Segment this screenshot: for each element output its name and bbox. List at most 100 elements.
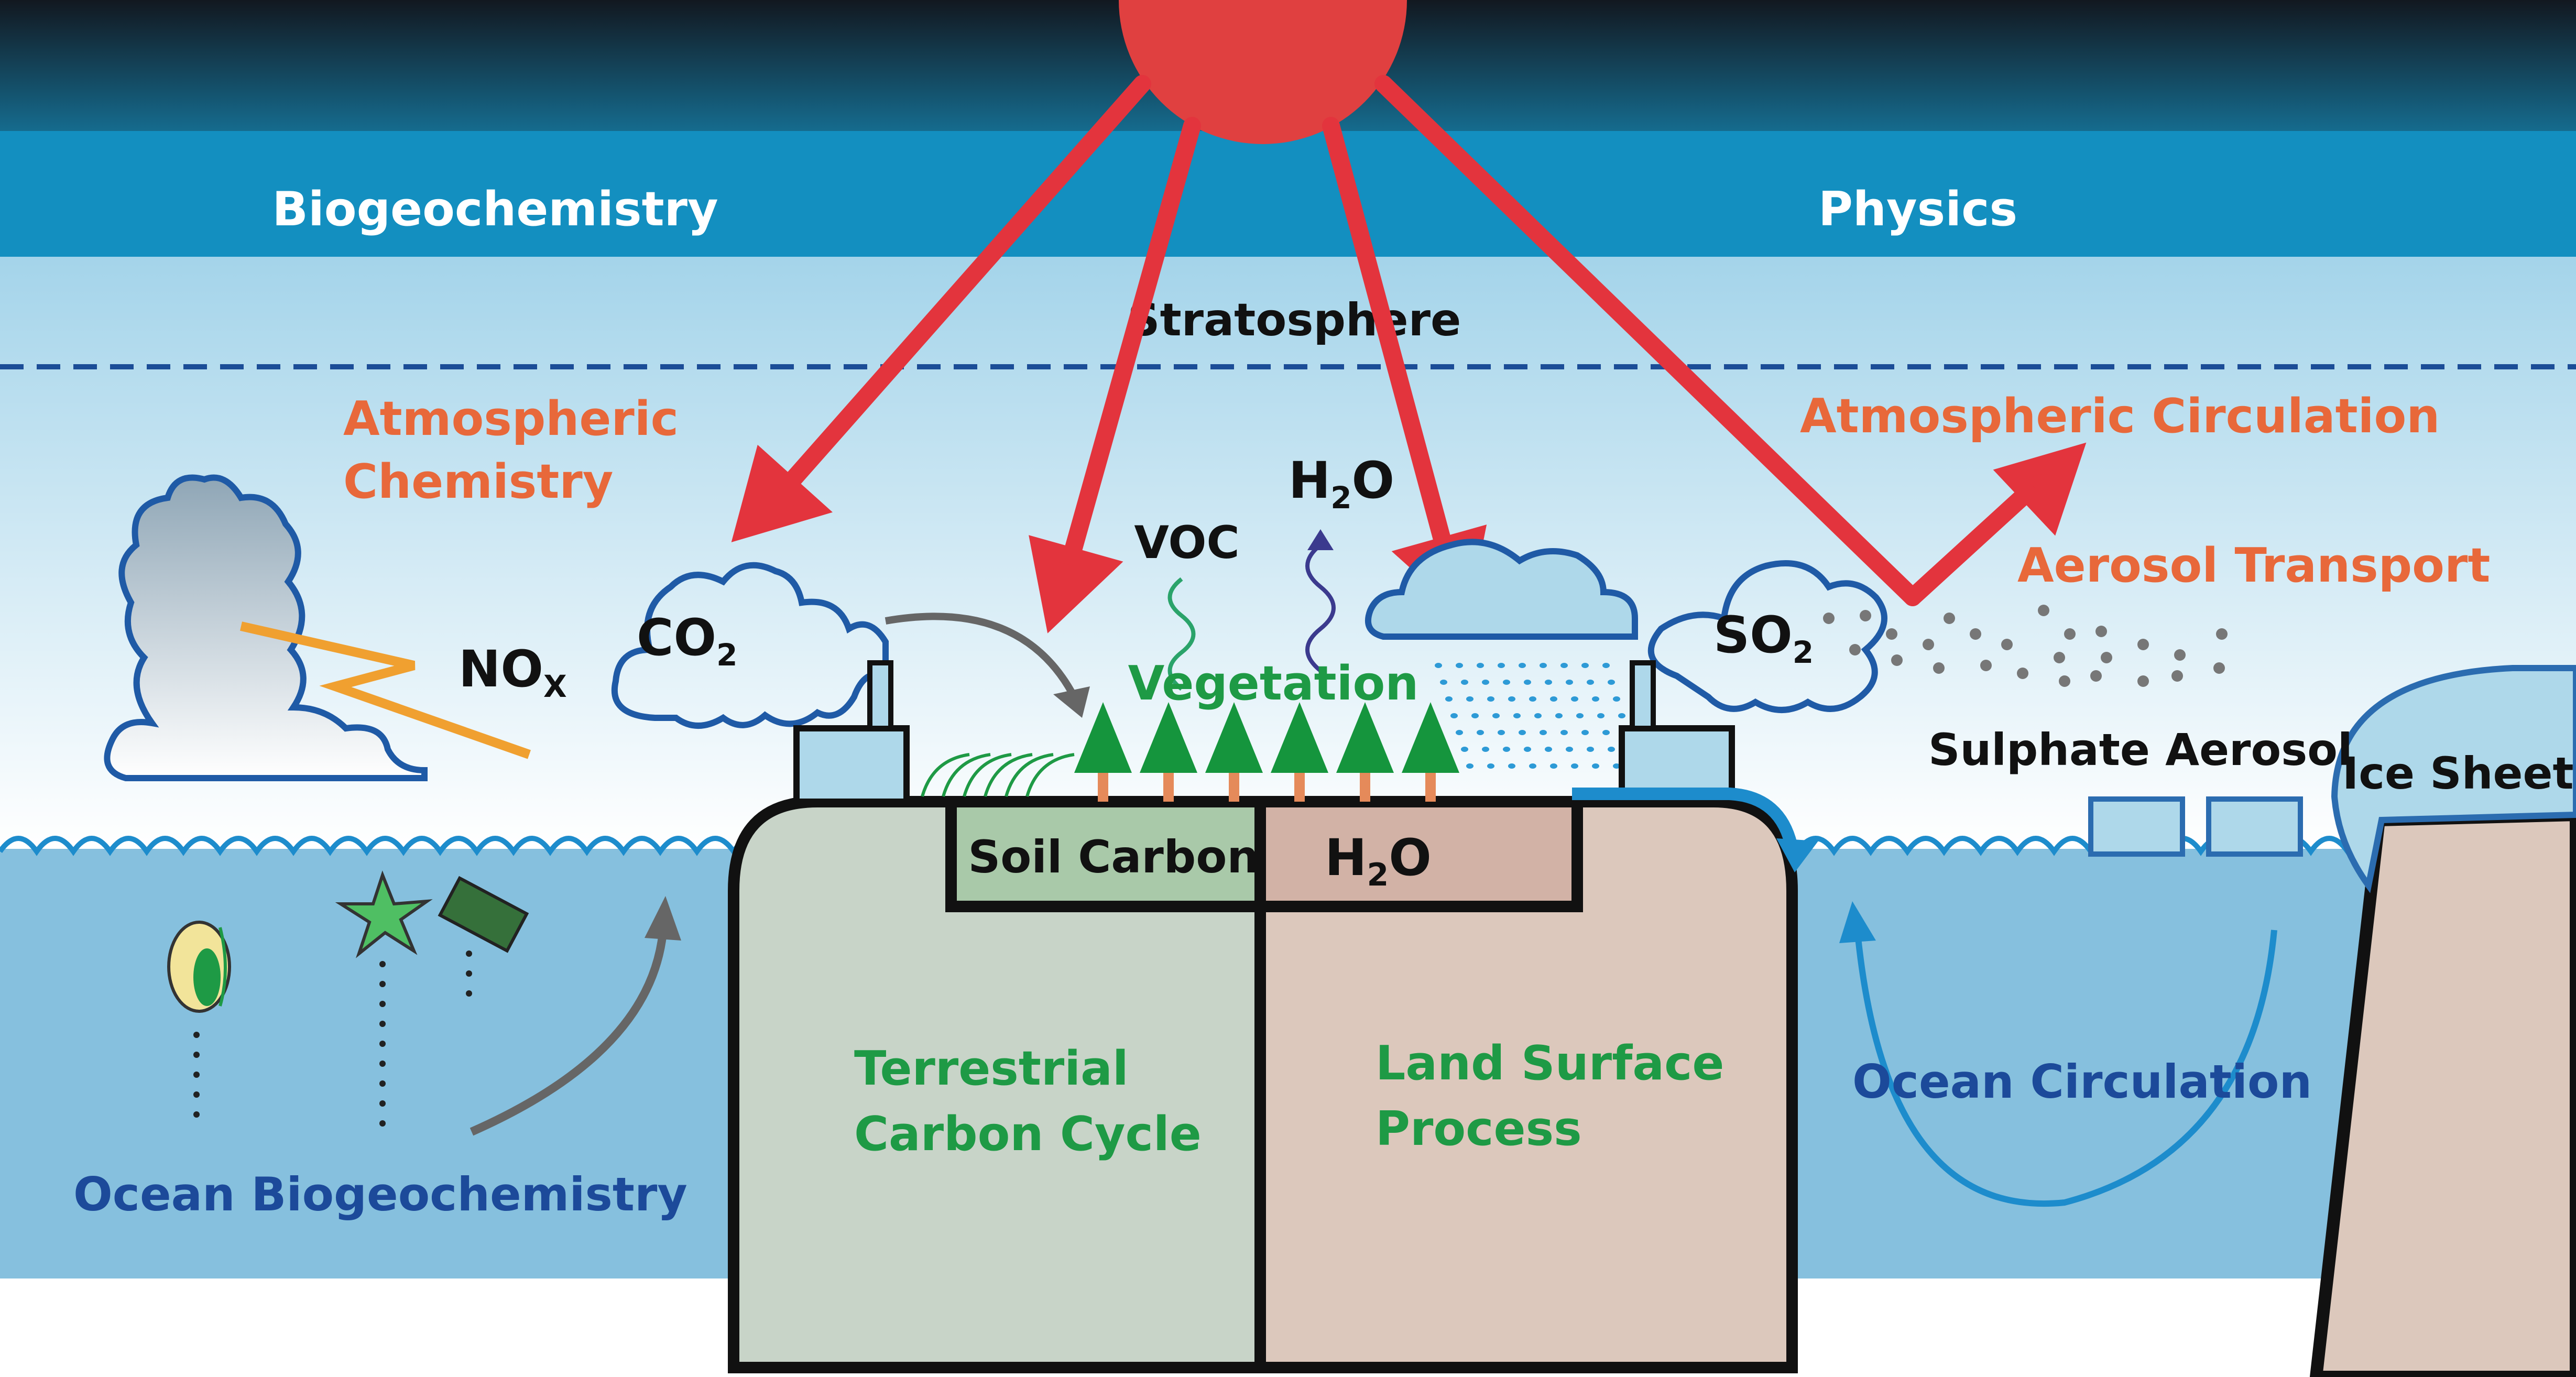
physics-heading: Physics <box>1818 182 2017 237</box>
rain-drop <box>1503 747 1510 752</box>
rain-drop <box>1566 747 1573 752</box>
so2-label: SO2 <box>1713 606 1814 670</box>
rain-drop <box>1602 730 1610 735</box>
ice-sheet-label: Ice Sheet <box>2342 748 2574 799</box>
nox-label: NOX <box>459 640 567 704</box>
rain-drop <box>1540 730 1547 735</box>
rain-drop <box>1461 680 1468 685</box>
tree-trunk <box>1229 765 1239 802</box>
vapor-h2o-label: H2O <box>1289 451 1394 516</box>
sun-rays <box>731 75 2087 633</box>
rain-drop <box>1571 763 1578 769</box>
rain-drop <box>1524 747 1531 752</box>
lightning-bolt <box>240 621 531 759</box>
rain-drop <box>1571 696 1578 702</box>
rain-drop <box>1613 696 1620 702</box>
rain-drops <box>1435 663 1641 769</box>
tree-trunk <box>1294 765 1305 802</box>
aerosol-particles <box>1823 605 2228 687</box>
rain-drop <box>1581 663 1589 668</box>
co2-factory-base <box>793 725 910 805</box>
stratosphere-label: Stratosphere <box>1128 294 1461 346</box>
aerosol-particle <box>1980 660 1992 671</box>
tree-crown <box>1205 702 1263 773</box>
rain-drop <box>1618 713 1625 718</box>
rain-drop <box>1466 696 1473 702</box>
vegetation-trees <box>1074 702 1459 802</box>
sinking-particle <box>379 1001 386 1007</box>
aerosol-particle <box>1970 628 1981 640</box>
aerosol-particle <box>2137 675 2149 687</box>
aerosol-particle <box>2095 626 2107 637</box>
rain-drop <box>1602 663 1610 668</box>
aerosol-particle <box>2216 628 2228 640</box>
rain-drop <box>1487 696 1494 702</box>
sulphate-aerosol-label: Sulphate Aerosol <box>1928 724 2353 775</box>
aerosol-particle <box>1860 610 1871 621</box>
land-surface-label-1: Land Surface <box>1376 1036 1724 1091</box>
rain-drop <box>1540 663 1547 668</box>
rain-drop <box>1487 763 1494 769</box>
aerosol-particle <box>2059 675 2070 687</box>
sinking-particle <box>379 1041 386 1047</box>
rain-drop <box>1450 713 1458 718</box>
rain-drop <box>1608 747 1615 752</box>
rain-drop <box>1613 763 1620 769</box>
sinking-particle <box>193 1091 200 1098</box>
ocean-uptake-arrow <box>470 932 667 1136</box>
aerosol-particle <box>2064 628 2076 640</box>
co2-chimney <box>867 660 893 731</box>
sinking-particle <box>193 1111 200 1118</box>
sinking-particle <box>379 1100 386 1107</box>
co2-label: CO2 <box>637 608 737 673</box>
rain-drop <box>1555 713 1563 718</box>
rain-drop <box>1545 680 1552 685</box>
terrestrial-carbon-label-2: Carbon Cycle <box>854 1107 1202 1162</box>
rain-drop <box>1435 663 1442 668</box>
sinking-dots <box>193 950 472 1127</box>
tree-trunk <box>1163 765 1174 802</box>
rain-drop <box>1529 696 1536 702</box>
rain-drop <box>1461 747 1468 752</box>
rain-drop <box>1550 696 1557 702</box>
sea-ice-block-1 <box>2088 796 2185 857</box>
terrestrial-carbon-label-1: Terrestrial <box>854 1041 1129 1096</box>
aerosol-particle <box>2213 662 2225 674</box>
atmospheric-chemistry-label-2: Chemistry <box>343 454 613 509</box>
aerosol-particle <box>2101 652 2112 663</box>
detritus-particle <box>438 876 529 953</box>
rain-drop <box>1508 763 1515 769</box>
rain-drop <box>1498 730 1505 735</box>
sea-ice-block-2 <box>2206 796 2303 857</box>
rain-drop <box>1560 730 1568 735</box>
land-surface-label-2: Process <box>1376 1101 1582 1156</box>
co2-uptake-arrow <box>885 613 1078 699</box>
co2-cloud <box>611 562 889 729</box>
aerosol-particle <box>1923 639 1934 650</box>
tree-trunk <box>1425 765 1436 802</box>
rain-drop <box>1587 680 1594 685</box>
so2-chimney <box>1630 660 1656 731</box>
sinking-particle <box>379 1080 386 1087</box>
sinking-particle <box>193 1072 200 1078</box>
rain-drop <box>1560 663 1568 668</box>
rain-drop <box>1592 763 1599 769</box>
sinking-particle <box>466 950 472 957</box>
sinking-particle <box>466 970 472 977</box>
rain-drop <box>1498 663 1505 668</box>
sinking-particle <box>379 1061 386 1067</box>
soil-carbon-label: Soil Carbon <box>968 831 1259 883</box>
atmospheric-circulation-label: Atmospheric Circulation <box>1800 389 2440 444</box>
rain-drop <box>1592 696 1599 702</box>
ocean-circulation-loop <box>1854 930 2277 1207</box>
aerosol-particle <box>1944 613 1955 624</box>
aerosol-particle <box>1891 654 1903 666</box>
tree-crown <box>1336 702 1394 773</box>
rain-drop <box>1466 763 1473 769</box>
rain-drop <box>1503 680 1510 685</box>
rain-drop <box>1456 730 1463 735</box>
aerosol-particle <box>1849 644 1861 655</box>
aerosol-particle <box>2017 668 2028 679</box>
aerosol-particle <box>2090 670 2102 682</box>
